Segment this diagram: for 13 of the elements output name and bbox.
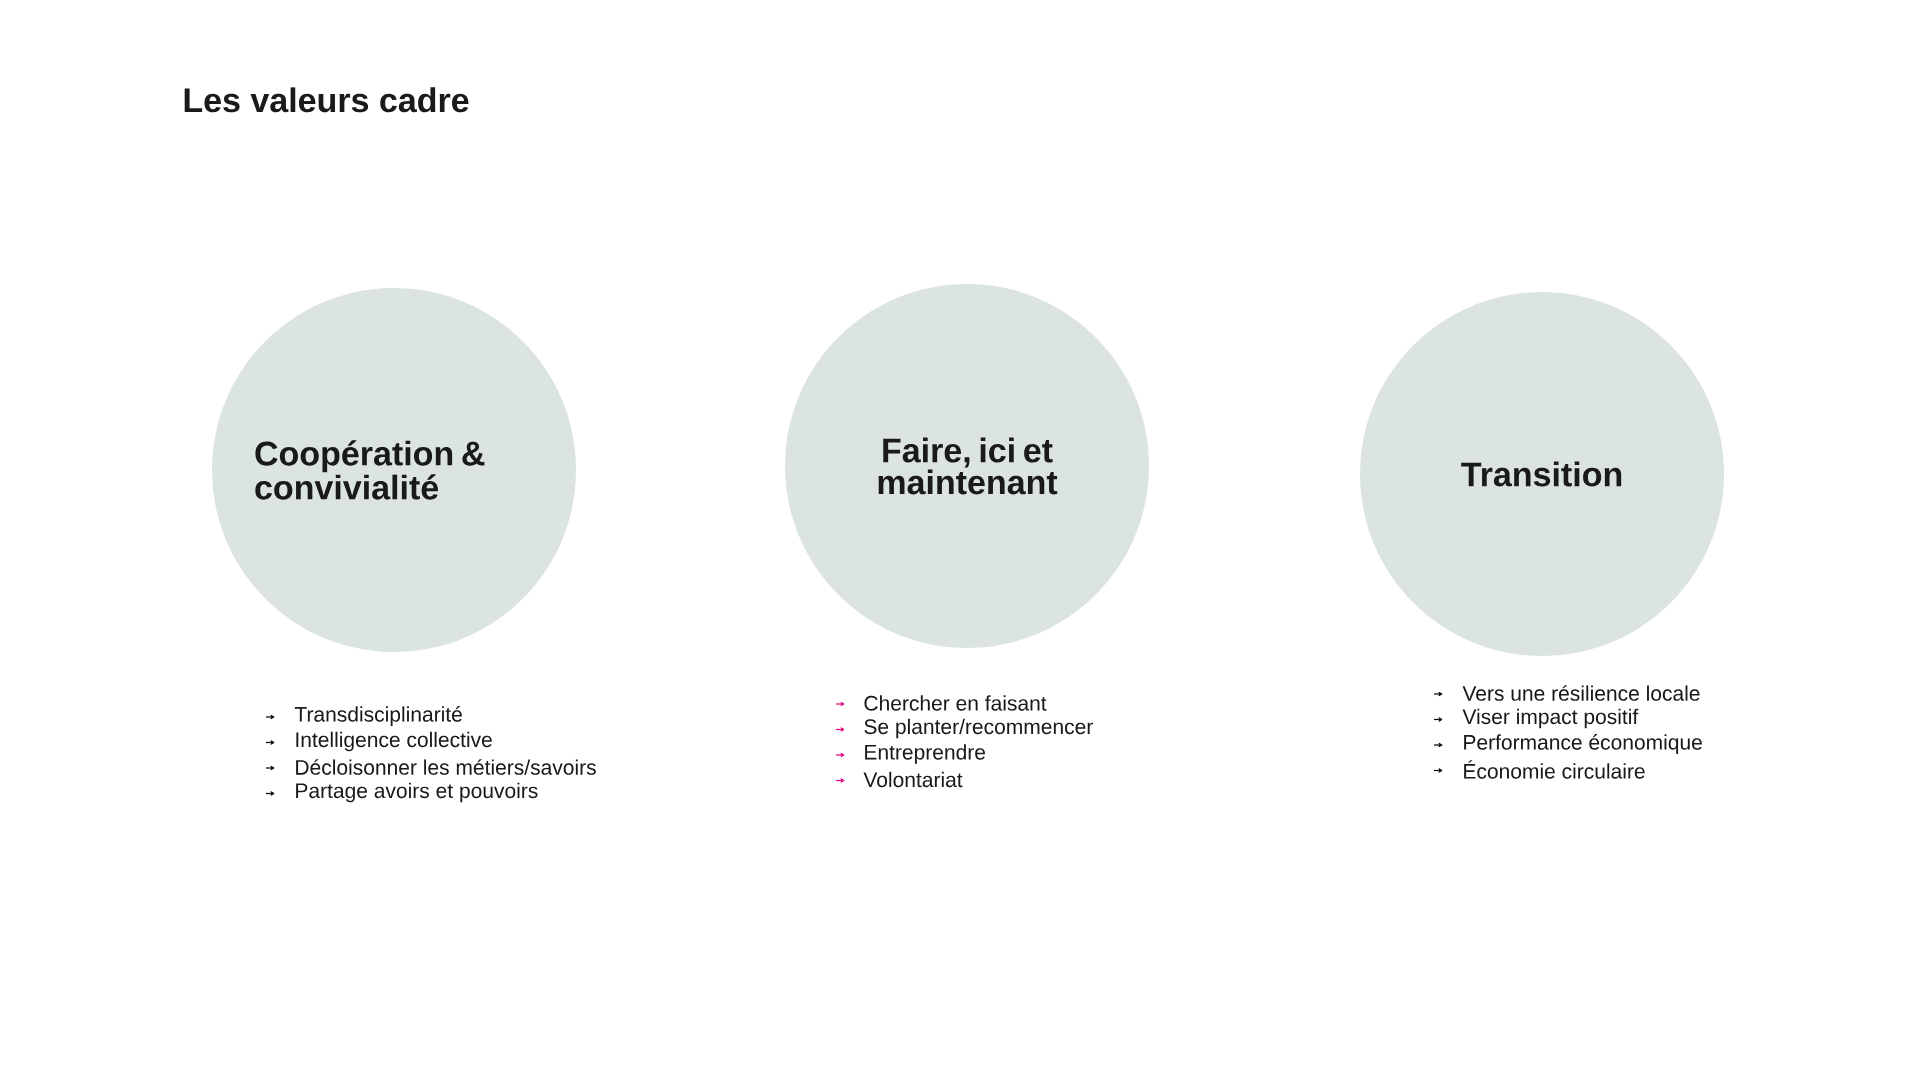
- list-item: Décloisonner les métiers/savoirs: [296, 759, 596, 775]
- list-item: Économie circulaire: [1464, 760, 1645, 779]
- list-item: Viser impact positif: [1462, 708, 1639, 729]
- list-item: Intelligence collective: [296, 731, 492, 752]
- list-item: Partage avoirs et pouvoirs: [296, 782, 538, 803]
- list-item: Se planter/recommencer: [864, 718, 1093, 739]
- list-item: Performance économique: [1464, 734, 1702, 754]
- list-item: Vers une résilience locale: [1462, 685, 1700, 701]
- list-item: Transdisciplinarité: [294, 706, 462, 726]
- list-item: Volontariat: [863, 771, 963, 788]
- list-item: Chercher en faisant: [864, 695, 1047, 711]
- title: Les valeurs cadre: [184, 87, 469, 113]
- list-item: Entreprendre: [865, 744, 985, 764]
